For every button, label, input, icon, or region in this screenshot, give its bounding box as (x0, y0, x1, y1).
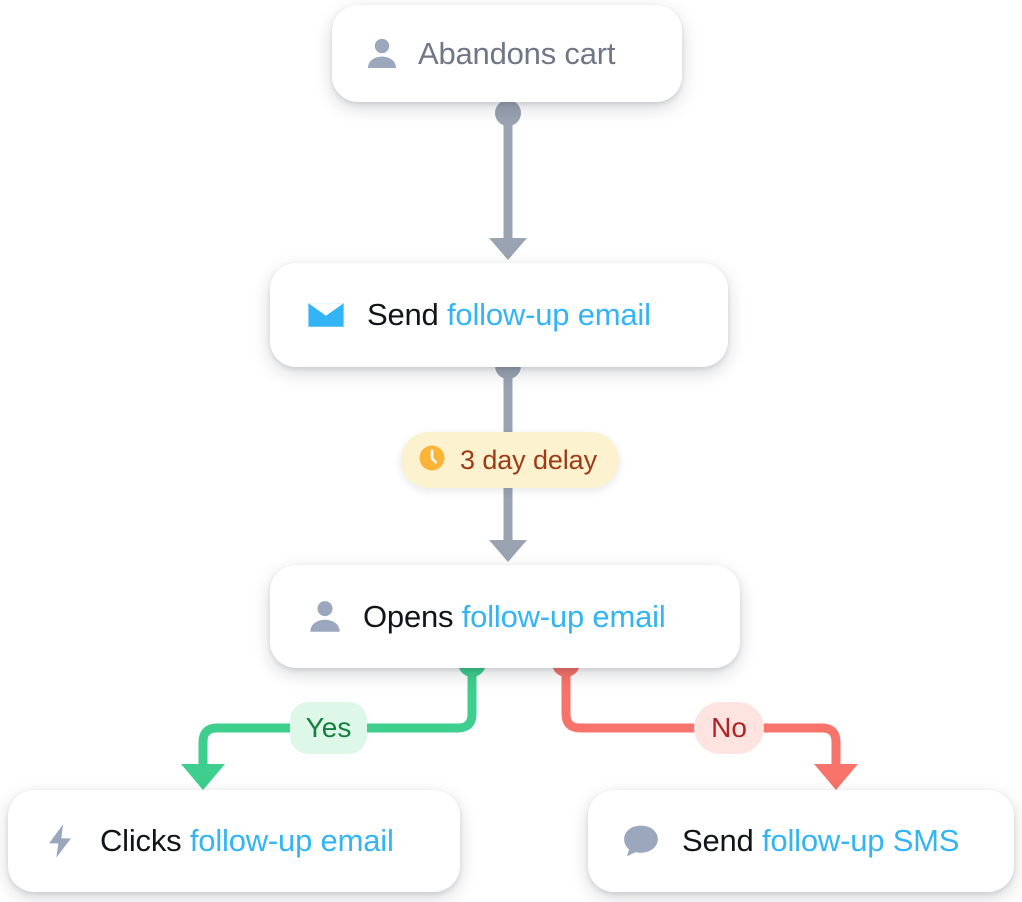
clock-icon (417, 443, 447, 478)
node-label: Send follow-up email (367, 297, 651, 333)
node-label-lead: Send (367, 297, 448, 332)
speech-bubble-icon (618, 819, 664, 863)
node-label: Opens follow-up email (363, 599, 666, 635)
node-label-lead: Opens (363, 598, 462, 634)
node-label-lead: Clicks (100, 823, 190, 858)
branch-label-no[interactable]: No (694, 702, 764, 754)
node-send-follow-up-sms[interactable]: Send follow-up SMS (588, 790, 1014, 892)
branch-label-yes-text: Yes (305, 712, 352, 743)
node-label-accent: follow-up email (189, 823, 394, 858)
node-label-lead: Send (682, 823, 763, 858)
node-send-follow-up-email[interactable]: Send follow-up email (270, 263, 728, 367)
node-label: Abandons cart (418, 35, 616, 72)
branch-label-no-text: No (711, 712, 747, 743)
node-label-accent: follow-up SMS (762, 823, 960, 858)
connector-abandons-to-email (489, 100, 527, 260)
node-label: Send follow-up SMS (682, 823, 959, 859)
node-label-lead: Abandons cart (418, 35, 616, 71)
lightning-bolt-icon (38, 819, 82, 863)
person-icon (360, 34, 404, 74)
node-opens-follow-up-email[interactable]: Opens follow-up email (270, 565, 740, 668)
node-label: Clicks follow-up email (100, 823, 394, 859)
node-abandons-cart[interactable]: Abandons cart (332, 5, 682, 102)
branch-label-yes[interactable]: Yes (290, 702, 367, 754)
node-clicks-follow-up-email[interactable]: Clicks follow-up email (8, 790, 460, 892)
person-icon (303, 596, 347, 638)
delay-label: 3 day delay (460, 444, 597, 475)
node-label-accent: follow-up email (461, 598, 666, 634)
node-label-accent: follow-up email (447, 297, 651, 332)
delay-badge[interactable]: 3 day delay (401, 432, 619, 488)
envelope-icon (303, 293, 349, 337)
